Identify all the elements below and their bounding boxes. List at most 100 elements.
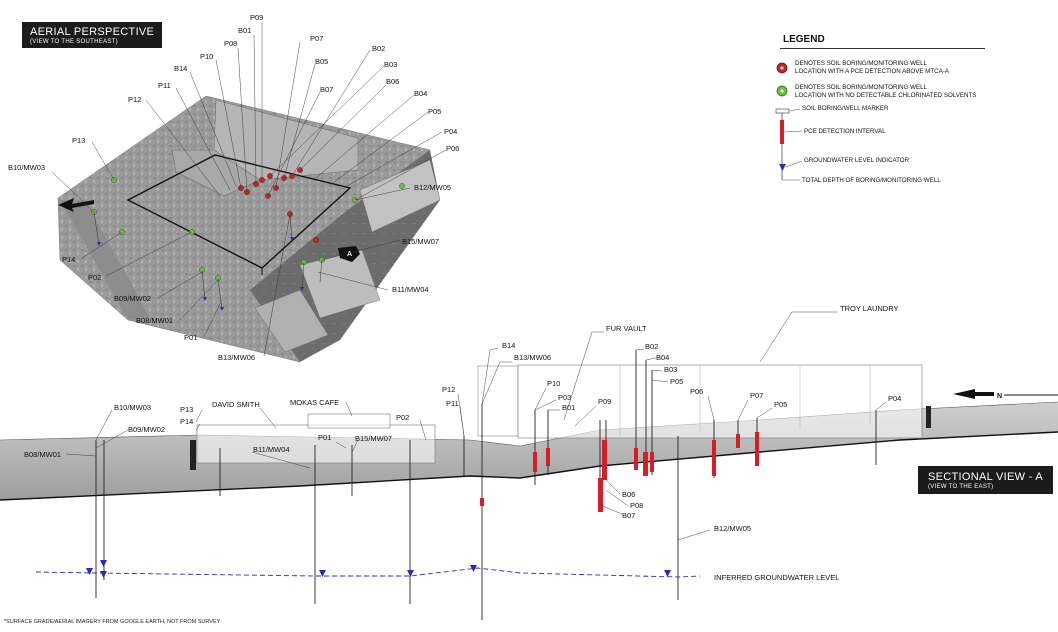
- label-s-p13: P13: [180, 405, 193, 414]
- label-s-b02: B02: [645, 342, 658, 351]
- section-pce-intervals: [480, 432, 759, 512]
- section-leaders: [65, 311, 887, 541]
- aerial-title: AERIAL PERSPECTIVE: [30, 26, 155, 38]
- label-s-b08-mw01: B08/MW01: [24, 450, 61, 459]
- aerial-gw-icons: [97, 237, 304, 311]
- wall-west: [190, 440, 196, 470]
- groundwater-indicators: [86, 560, 671, 578]
- label-b02: B02: [372, 44, 385, 53]
- label-s-p12: P12: [442, 385, 455, 394]
- section-title-box: SECTIONAL VIEW - A (VIEW TO THE EAST): [918, 466, 1054, 494]
- label-b07: B07: [320, 85, 333, 94]
- legend-gw-text: GROUNDWATER LEVEL INDICATOR: [804, 157, 910, 164]
- label-b03: B03: [384, 60, 397, 69]
- label-b06: B06: [386, 77, 399, 86]
- label-p11: P11: [158, 81, 171, 90]
- label-s-p03: P03: [558, 393, 571, 402]
- label-s-p14: P14: [180, 417, 193, 426]
- label-s-p04: P04: [888, 394, 901, 403]
- aerial-well-drops: [93, 211, 323, 311]
- label-p05: P05: [428, 107, 441, 116]
- label-p09: P09: [250, 13, 263, 22]
- label-s-b04: B04: [656, 353, 669, 362]
- aerial-north-arrow: [58, 198, 94, 212]
- label-s-b14: B14: [502, 341, 515, 350]
- label-s-p05b: P05: [774, 400, 787, 409]
- aerial-building-east: [359, 159, 441, 233]
- legend-pce-interval-icon: [780, 120, 784, 144]
- label-troy-laundry: TROY LAUNDRY: [840, 304, 899, 313]
- label-s-p01: P01: [318, 433, 331, 442]
- footnote: *SURFACE GRADE/AERIAL IMAGERY FROM GOOGL…: [4, 619, 221, 625]
- label-s-b03: B03: [664, 365, 677, 374]
- label-s-b11-mw04: B11/MW04: [253, 445, 290, 454]
- label-b09-mw02: B09/MW02: [114, 294, 151, 303]
- sectional-view: N: [0, 304, 1058, 620]
- section-marker-icon: A: [338, 246, 360, 262]
- label-b12-mw05: B12/MW05: [414, 183, 451, 192]
- label-mokas-cafe: MOKAS CAFE: [290, 398, 339, 407]
- section-subtitle: (VIEW TO THE EAST): [928, 484, 994, 490]
- aerial-nodetect-markers: [91, 177, 405, 281]
- label-b01: B01: [238, 26, 251, 35]
- label-b05: B05: [315, 57, 328, 66]
- label-s-p11: P11: [446, 399, 459, 408]
- label-s-p07: P07: [750, 391, 763, 400]
- svg-text:A: A: [347, 251, 352, 258]
- legend-marker-text: SOIL BORING/WELL MARKER: [802, 105, 889, 112]
- aerial-label-group: P09 B01 P07 P08 B02 P10 B05 B03 B14 P11 …: [8, 13, 459, 362]
- label-s-p10: P10: [547, 379, 560, 388]
- label-s-b15-mw07: B15/MW07: [355, 434, 392, 443]
- label-b14: B14: [174, 64, 187, 73]
- label-david-smith: DAVID SMITH: [212, 400, 260, 409]
- building-david-smith: [196, 424, 436, 464]
- aerial-title-box: AERIAL PERSPECTIVE (VIEW TO THE SOUTHEAS…: [22, 22, 163, 48]
- label-s-p09: P09: [598, 397, 611, 406]
- label-p14: P14: [62, 255, 75, 264]
- legend-marker-icon: [775, 108, 790, 114]
- label-b08-mw01: B08/MW01: [136, 316, 173, 325]
- troy-laundry-partitions: [619, 366, 871, 436]
- label-s-p02: P02: [396, 413, 409, 422]
- label-s-b10-mw03: B10/MW03: [114, 403, 151, 412]
- label-b11-mw04: B11/MW04: [392, 285, 429, 294]
- building-mokas-cafe: [307, 413, 391, 429]
- label-p12: P12: [128, 95, 141, 104]
- label-b04: B04: [414, 89, 427, 98]
- groundwater-line: [35, 567, 701, 578]
- legend-total-depth-text: TOTAL DEPTH OF BORING/MONITORING WELL: [802, 177, 941, 184]
- label-p04: P04: [444, 127, 457, 136]
- label-s-b06: B06: [622, 490, 635, 499]
- label-p07: P07: [310, 34, 323, 43]
- aerial-street-west: [60, 200, 150, 320]
- north-label: N: [997, 393, 1002, 400]
- label-fur-vault: FUR VAULT: [606, 324, 647, 333]
- label-b13-mw06: B13/MW06: [218, 353, 255, 362]
- label-p13: P13: [72, 136, 85, 145]
- label-b10-mw03: B10/MW03: [8, 163, 45, 172]
- label-s-b13-mw06: B13/MW06: [514, 353, 551, 362]
- label-p02: P02: [88, 273, 101, 282]
- label-s-b01: B01: [562, 403, 575, 412]
- site-boundary: [126, 154, 352, 269]
- label-s-p08: P08: [630, 501, 643, 510]
- label-s-b12-mw05: B12/MW05: [714, 524, 751, 533]
- legend-pce-interval-text: PCE DETECTION INTERVAL: [804, 128, 886, 135]
- label-p10: P10: [200, 52, 213, 61]
- label-p08: P08: [224, 39, 237, 48]
- aerial-building-north: [213, 99, 359, 181]
- aerial-leaders: [51, 22, 447, 357]
- label-p06: P06: [446, 144, 459, 153]
- legend-title: LEGEND: [783, 34, 825, 45]
- label-groundwater: INFERRED GROUNDWATER LEVEL: [714, 573, 839, 582]
- building-troy-laundry: [517, 364, 923, 439]
- building-fur-vault: [477, 365, 519, 437]
- label-s-b09-mw02: B09/MW02: [128, 425, 165, 434]
- legend: LEGEND: [770, 34, 985, 49]
- legend-gw-icon: [779, 164, 786, 171]
- legend-nodetect-text: DENOTES SOIL BORING/MONITORING WELL LOCA…: [795, 84, 977, 99]
- ground-bottom-line: [0, 431, 1058, 501]
- label-p01: P01: [184, 333, 197, 342]
- wall-east: [926, 406, 931, 428]
